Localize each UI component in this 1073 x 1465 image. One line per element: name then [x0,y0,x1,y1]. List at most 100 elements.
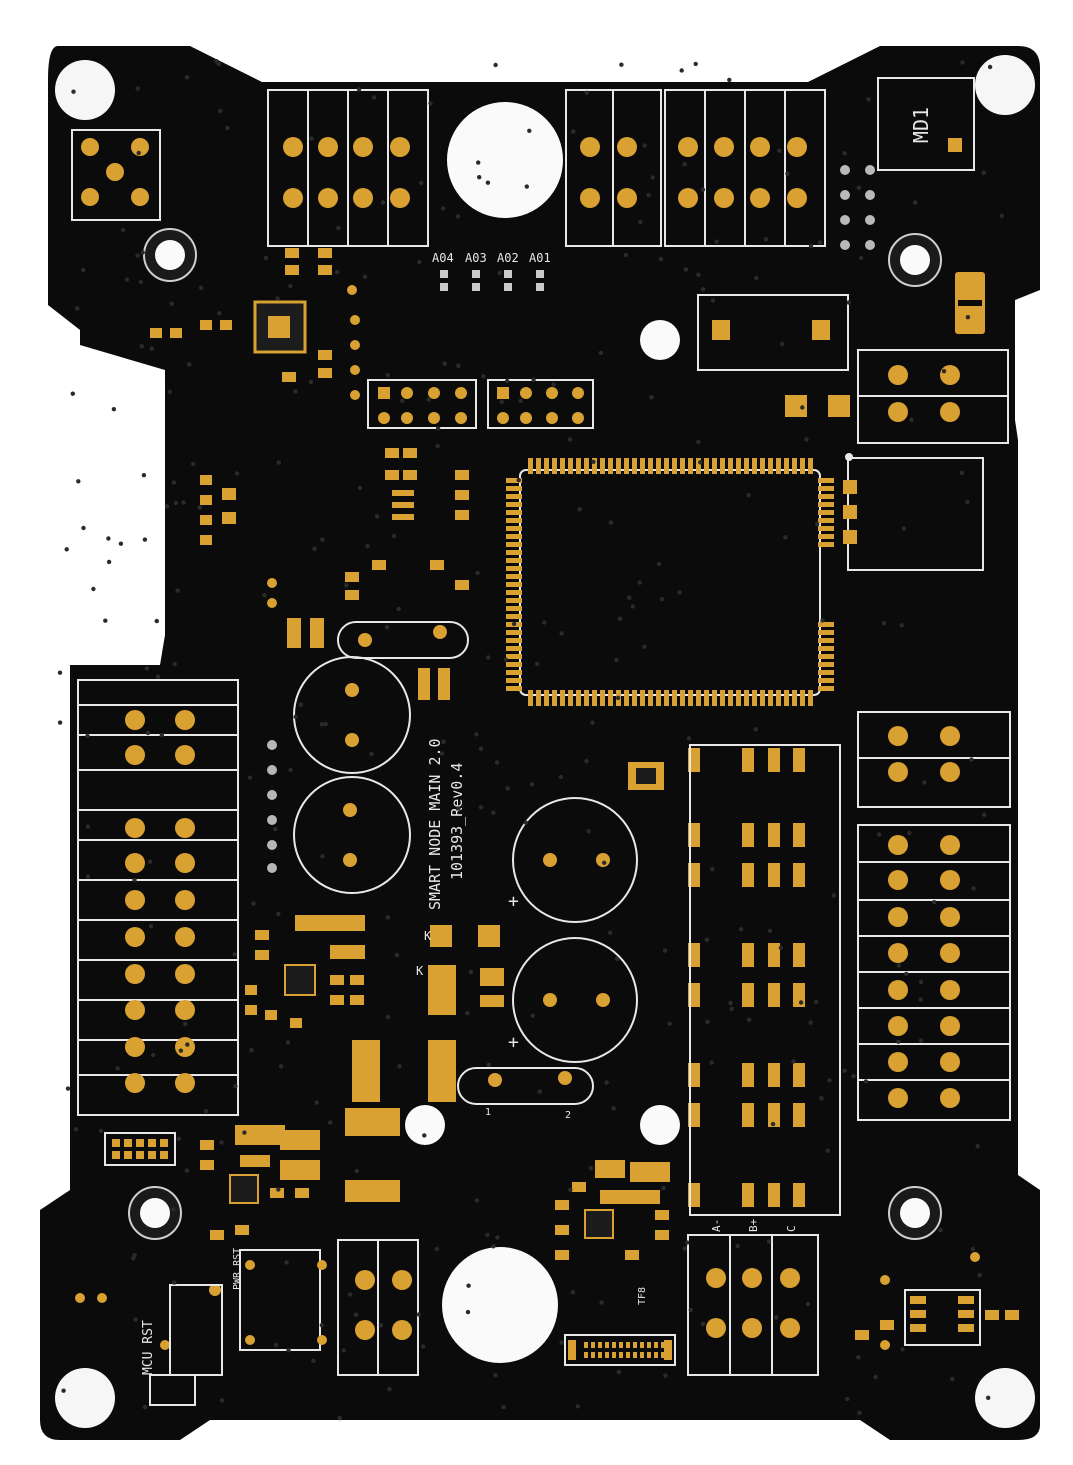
qfp-pin [680,458,685,474]
via [124,277,130,282]
qfp-pin [808,690,813,706]
via [577,507,582,512]
via [805,1301,811,1307]
resistor-pad [793,1063,805,1087]
via [384,625,390,630]
via [753,727,758,732]
usb-pin [633,1352,637,1358]
via [465,1309,471,1315]
via [863,1079,869,1084]
via [777,148,782,153]
qfp-pin [506,670,522,675]
via [975,1144,980,1149]
qfp-pin [576,690,581,706]
ic-qfn-top-left [150,248,360,400]
via [309,136,314,141]
via [710,867,715,872]
via [176,1136,181,1142]
qfp-pin [784,458,789,474]
via [604,1080,609,1085]
qfp-pin [506,654,522,659]
via [262,593,267,598]
via [81,267,86,273]
pin1-label: 1 [485,1107,491,1118]
qfp-pin [632,458,637,474]
qfp-pin [506,598,522,603]
qfp-pin [506,494,522,499]
usb-pin [584,1352,588,1358]
via [353,1312,359,1317]
via [485,1232,490,1238]
via [387,1387,392,1392]
via [780,341,785,347]
qfp-pin [506,662,522,667]
usb-connector [564,1334,676,1366]
resistor-pad [768,1063,780,1087]
via [216,61,221,67]
via [567,437,573,442]
via [154,618,159,624]
via [825,1148,830,1153]
via [136,150,141,156]
qfp-pin [800,690,805,706]
via [662,948,668,953]
via [144,666,150,671]
via [311,1358,316,1364]
via [337,1415,342,1421]
via [896,1039,901,1044]
phase-a-label: A- [710,1219,723,1232]
via [336,225,341,231]
via [319,722,324,727]
usb-pin [591,1342,595,1348]
via [649,395,654,400]
prog-header-bottom-left [104,1132,176,1166]
via [729,1006,734,1012]
via [164,504,170,509]
qfp-pin [560,690,565,706]
qfp-pin [818,638,834,643]
via [584,758,589,764]
resistor-pad [793,823,805,847]
top-connector-pads [283,137,807,208]
via [171,480,177,485]
qfp-pin [784,690,789,706]
qfp-pin [528,458,533,474]
via [478,805,484,810]
qfp-pin [768,458,773,474]
via [663,1373,668,1378]
qfp-pin [818,542,834,547]
via [516,477,521,483]
via [417,260,422,265]
qfp-pin [752,690,757,706]
qfp-pin [664,458,669,474]
via [570,1290,576,1295]
via [558,774,564,780]
via [232,952,237,957]
qfp-pin [506,550,522,555]
qfp-pin [506,510,522,515]
via [71,89,76,94]
via [61,1388,66,1393]
qfp-pin [506,686,522,691]
via [397,1064,402,1069]
via [493,1373,498,1378]
via [284,1260,289,1265]
via [642,644,647,649]
via [106,536,111,541]
resistor-pad [742,823,754,847]
via [312,546,317,551]
via [970,1246,975,1252]
via [505,786,510,791]
via [682,162,687,167]
qfp-pin [506,542,522,547]
via [103,618,108,623]
vias [57,59,1004,1421]
via [466,1283,471,1288]
via [374,514,380,519]
right-connector-mid [857,711,1011,808]
via [249,1048,254,1053]
resistor-pad [793,863,805,887]
qfp-pin [664,690,669,706]
via [530,1013,535,1018]
via [623,252,628,258]
